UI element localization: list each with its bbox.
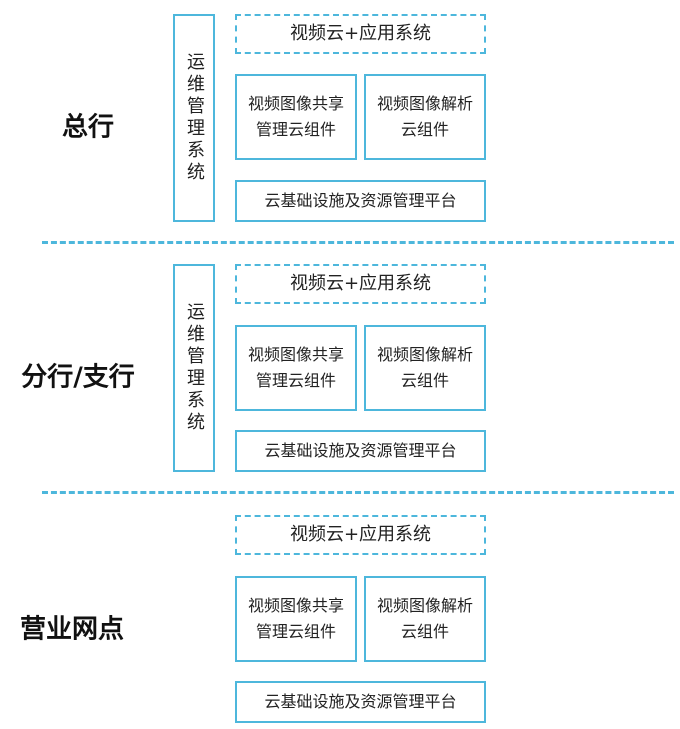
ops-system-box: 运维管理系统 — [173, 264, 215, 472]
ops-system-label: 运维管理系统 — [184, 52, 205, 184]
tier-label-branch: 分行/支行 — [21, 362, 135, 393]
ops-system-label: 运维管理系统 — [184, 302, 205, 434]
video-cloud-app-box: 视频云+应用系统 — [235, 14, 486, 54]
share-component-box: 视频图像共享 管理云组件 — [235, 576, 357, 662]
tier-label-head-office: 总行 — [61, 112, 115, 143]
tier-label-outlet: 营业网点 — [19, 614, 125, 645]
parse-component-box: 视频图像解析 云组件 — [364, 74, 486, 160]
share-component-box: 视频图像共享 管理云组件 — [235, 325, 357, 411]
ops-system-box: 运维管理系统 — [173, 14, 215, 222]
video-cloud-app-box: 视频云+应用系统 — [235, 515, 486, 555]
infrastructure-platform-box: 云基础设施及资源管理平台 — [235, 430, 486, 472]
parse-component-box: 视频图像解析 云组件 — [364, 325, 486, 411]
infrastructure-platform-box: 云基础设施及资源管理平台 — [235, 180, 486, 222]
share-component-box: 视频图像共享 管理云组件 — [235, 74, 357, 160]
infrastructure-platform-box: 云基础设施及资源管理平台 — [235, 681, 486, 723]
parse-component-box: 视频图像解析 云组件 — [364, 576, 486, 662]
tier-divider — [42, 491, 674, 494]
tier-divider — [42, 241, 674, 244]
video-cloud-app-box: 视频云+应用系统 — [235, 264, 486, 304]
